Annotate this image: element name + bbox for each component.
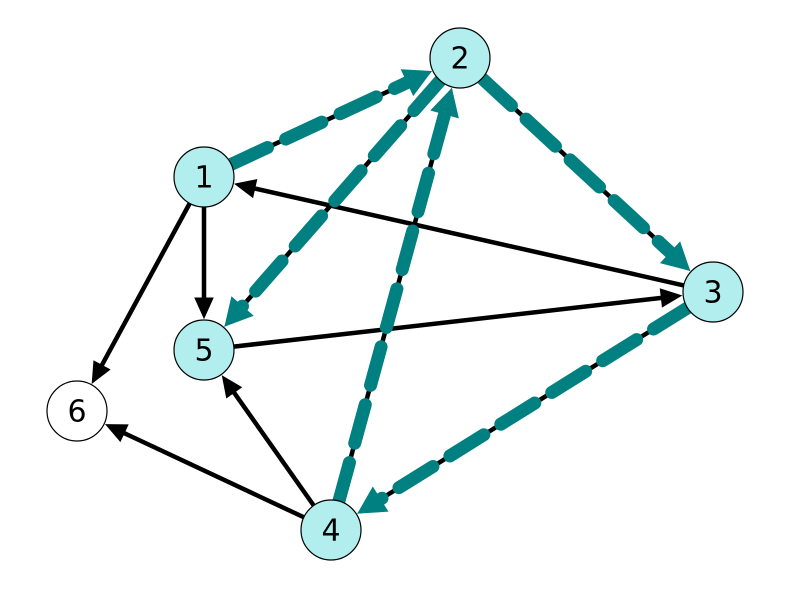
arrowhead (221, 375, 243, 399)
arrowhead (234, 179, 258, 199)
edge-4-to-2-highlighted (332, 87, 459, 508)
node-circle (46, 380, 108, 442)
edge-3-to-4-highlighted (357, 301, 695, 514)
arrowhead (104, 424, 129, 443)
node-label: 5 (194, 334, 213, 369)
arrowhead (400, 69, 432, 97)
edge-4-to-5 (221, 375, 316, 507)
node-circle (173, 146, 235, 208)
node-label: 1 (194, 161, 213, 196)
node-circle (173, 319, 235, 381)
arrowhead (659, 288, 683, 308)
arrowhead (357, 486, 389, 514)
highlighted-edges-layer (224, 69, 695, 514)
node-5: 5 (173, 319, 235, 381)
node-label: 2 (450, 42, 469, 77)
node-1: 1 (173, 146, 235, 208)
arrowhead (194, 297, 214, 320)
edge-2-to-3-highlighted (475, 71, 691, 271)
edge-1-to-5 (194, 207, 214, 320)
node-2: 2 (429, 27, 491, 89)
nodes-layer: 1 2 3 4 5 6 (46, 27, 744, 561)
edge-1-to-6 (91, 202, 192, 384)
node-label: 6 (67, 395, 86, 430)
edge-3-to-1 (234, 179, 685, 288)
node-label: 3 (703, 276, 722, 311)
node-label: 4 (321, 514, 340, 549)
node-circle (429, 27, 491, 89)
edge-2-to-5-highlighted (224, 74, 447, 327)
node-circle (682, 261, 744, 323)
edge-1-to-2-highlighted (224, 69, 432, 171)
arrowhead (430, 87, 459, 119)
node-6: 6 (46, 380, 108, 442)
arrowhead (91, 360, 111, 384)
arrowhead (224, 296, 254, 327)
arrowhead (659, 241, 691, 271)
node-circle (300, 499, 362, 561)
edge-4-to-6 (104, 424, 305, 520)
edge-5-to-3 (233, 288, 683, 349)
node-4: 4 (300, 499, 362, 561)
node-3: 3 (682, 261, 744, 323)
